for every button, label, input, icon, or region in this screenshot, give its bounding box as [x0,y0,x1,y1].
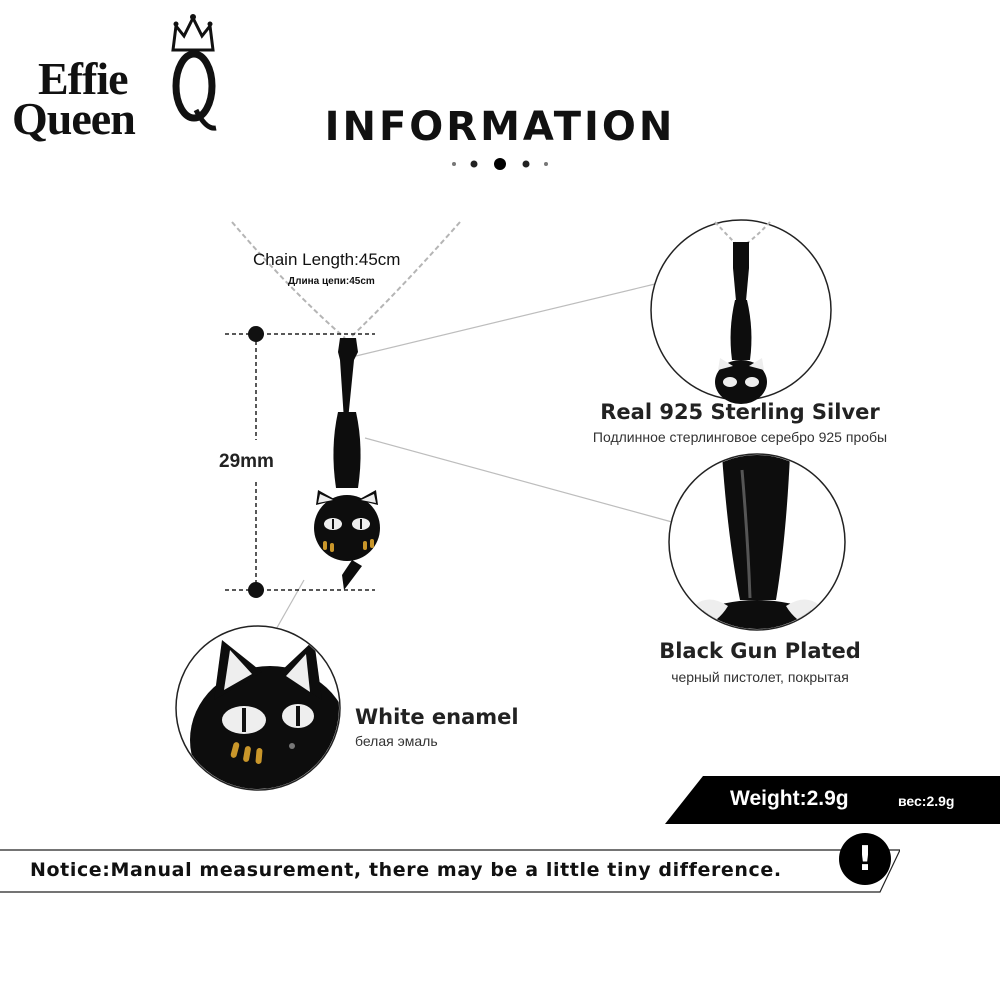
detail-black [668,453,846,631]
pendant-length-label: 29mm [219,451,274,472]
notice-box [0,849,900,893]
page-title: INFORMATION [324,104,676,150]
feature-subtitle-enamel: белая эмаль [355,733,438,749]
brand-line-2: Queen [12,93,136,144]
brand-logo: Effie Queen [8,12,233,144]
title-dots-decoration [452,158,548,170]
feature-title-enamel: White enamel [355,705,519,729]
weight-banner [665,776,1000,824]
notice-text: Notice:Manual measurement, there may be … [30,859,782,881]
detail-enamel [175,625,341,791]
chain-length-label: Chain Length:45cm [253,250,401,269]
crown-icon [171,14,215,52]
weight-label-ru: вес:2.9g [898,793,955,809]
chain [231,221,461,339]
feature-title-silver: Real 925 Sterling Silver [600,400,880,424]
brand-line-1: Effie [38,53,129,104]
logo-q-letter [172,50,217,131]
feature-subtitle-black: черный пистолет, покрытая [671,669,849,685]
detail-silver [650,219,832,404]
feature-subtitle-silver: Подлинное стерлинговое серебро 925 пробы [592,429,888,445]
chain-length-label-ru: Длина цепи:45cm [288,276,375,287]
cat-pendant [314,338,380,590]
feature-title-black: Black Gun Plated [659,639,861,663]
weight-label: Weight:2.9g [730,787,849,810]
exclamation-icon: ! [839,833,891,885]
